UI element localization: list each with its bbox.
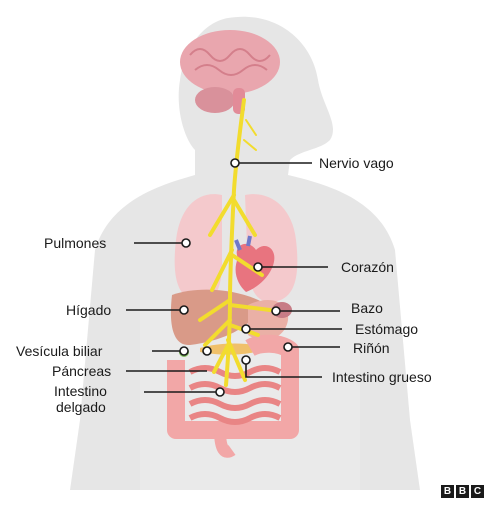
label-pulmones: Pulmones: [44, 235, 107, 251]
bbc-logo-letter: B: [456, 485, 469, 498]
label-intestino-delgado-line2: delgado: [56, 399, 106, 415]
left-lung: [174, 194, 222, 303]
vagus-nerve: [198, 98, 272, 387]
bbc-logo: B B C: [441, 485, 484, 498]
brain: [180, 30, 280, 94]
label-bazo: Bazo: [351, 300, 383, 316]
leader-lines: [126, 162, 342, 393]
liver: [170, 289, 262, 346]
small-intestine: [188, 365, 282, 425]
colon-descending: [214, 429, 236, 458]
label-vesicula-biliar: Vesícula biliar: [16, 343, 103, 359]
brain-folds: [189, 48, 271, 76]
label-pancreas: Páncreas: [52, 363, 112, 379]
bbc-logo-letter: B: [441, 485, 454, 498]
label-estomago: Estómago: [355, 321, 419, 337]
bbc-logo-letter: C: [471, 485, 484, 498]
cerebellum: [195, 87, 235, 113]
large-intestine: [167, 334, 299, 439]
label-nervio-vago: Nervio vago: [319, 155, 394, 171]
label-higado: Hígado: [66, 302, 112, 318]
label-corazon: Corazón: [341, 259, 394, 275]
leader-dots: [179, 158, 293, 397]
label-rinon: Riñón: [353, 340, 390, 356]
heart-vessel: [234, 235, 252, 251]
label-intestino-delgado-line1: Intestino: [54, 383, 107, 399]
label-intestino-grueso: Intestino grueso: [332, 369, 432, 385]
